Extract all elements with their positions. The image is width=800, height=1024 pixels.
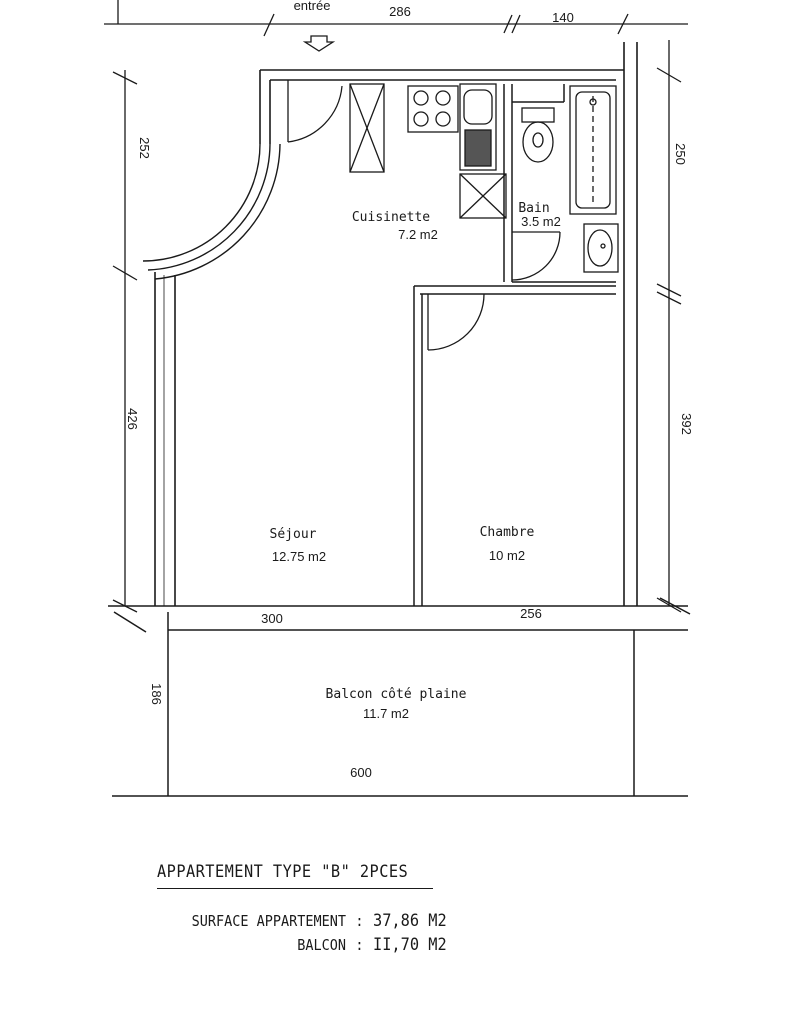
room-name-cuisinette: Cuisinette bbox=[352, 210, 430, 225]
kitchen-sink-icon bbox=[459, 83, 497, 171]
room-name-balcon: Balcon côté plaine bbox=[326, 687, 467, 702]
balcon-value: II,70 M2 bbox=[373, 935, 447, 955]
dim-right-upper: 250 bbox=[673, 143, 688, 165]
room-name-chambre: Chambre bbox=[480, 525, 535, 540]
apartment-type-title: APPARTEMENT TYPE "B" 2PCES bbox=[157, 862, 409, 882]
room-area-sejour: 12.75 m2 bbox=[272, 549, 326, 564]
dim-bottom-left: 300 bbox=[261, 611, 283, 626]
curved-wall bbox=[142, 143, 281, 280]
room-name-sejour: Séjour bbox=[270, 527, 317, 542]
plan-legend: APPARTEMENT TYPE "B" 2PCES SURFACE APPAR… bbox=[157, 862, 577, 957]
balcon-label: BALCON bbox=[297, 936, 346, 954]
balcon-row: BALCON : II,70 M2 bbox=[157, 933, 447, 957]
surface-table: SURFACE APPARTEMENT : 37,86 M2 BALCON : … bbox=[157, 909, 447, 957]
dim-left-upper: 252 bbox=[137, 137, 152, 159]
left-dimension-line bbox=[112, 70, 138, 613]
toilet-icon bbox=[521, 107, 555, 163]
bathroom-door bbox=[511, 231, 561, 281]
room-area-balcon: 11.7 m2 bbox=[363, 706, 409, 721]
dim-bottom-right: 256 bbox=[520, 606, 542, 621]
surface-row: SURFACE APPARTEMENT : 37,86 M2 bbox=[157, 909, 447, 933]
bathroom-walls bbox=[503, 84, 616, 283]
dim-balcony-depth: 186 bbox=[149, 683, 164, 705]
dim-balcony-width: 600 bbox=[350, 765, 372, 780]
bedroom-door bbox=[427, 293, 485, 351]
washbasin-icon bbox=[583, 223, 619, 273]
title-underline bbox=[157, 888, 433, 889]
room-area-bain: 3.5 m2 bbox=[521, 214, 561, 229]
dim-right-lower: 392 bbox=[679, 413, 694, 435]
bathtub-icon bbox=[569, 85, 617, 215]
top-dimension-line bbox=[104, 0, 688, 37]
balcony-outline bbox=[108, 597, 691, 797]
dim-top-right: 140 bbox=[552, 10, 574, 25]
room-name-bain: Bain bbox=[518, 201, 549, 216]
kitchen-cabinet bbox=[349, 83, 385, 173]
dim-left-lower: 426 bbox=[125, 408, 140, 430]
right-dimension-line bbox=[656, 40, 682, 613]
room-area-chambre: 10 m2 bbox=[489, 548, 525, 563]
exterior-walls bbox=[154, 42, 638, 606]
fridge-cabinet bbox=[459, 173, 507, 219]
bedroom-walls bbox=[413, 285, 616, 606]
entrance-label: entrée bbox=[294, 0, 331, 13]
entrance-arrow-icon bbox=[302, 35, 336, 52]
surface-value: 37,86 M2 bbox=[373, 911, 447, 931]
cooktop-icon bbox=[407, 85, 459, 133]
room-area-cuisinette: 7.2 m2 bbox=[398, 227, 438, 242]
surface-separator: : bbox=[355, 912, 364, 930]
balcon-separator: : bbox=[355, 936, 364, 954]
dim-top-left: 286 bbox=[389, 4, 411, 19]
surface-label: SURFACE APPARTEMENT bbox=[191, 912, 346, 930]
entrance-door bbox=[287, 80, 343, 143]
